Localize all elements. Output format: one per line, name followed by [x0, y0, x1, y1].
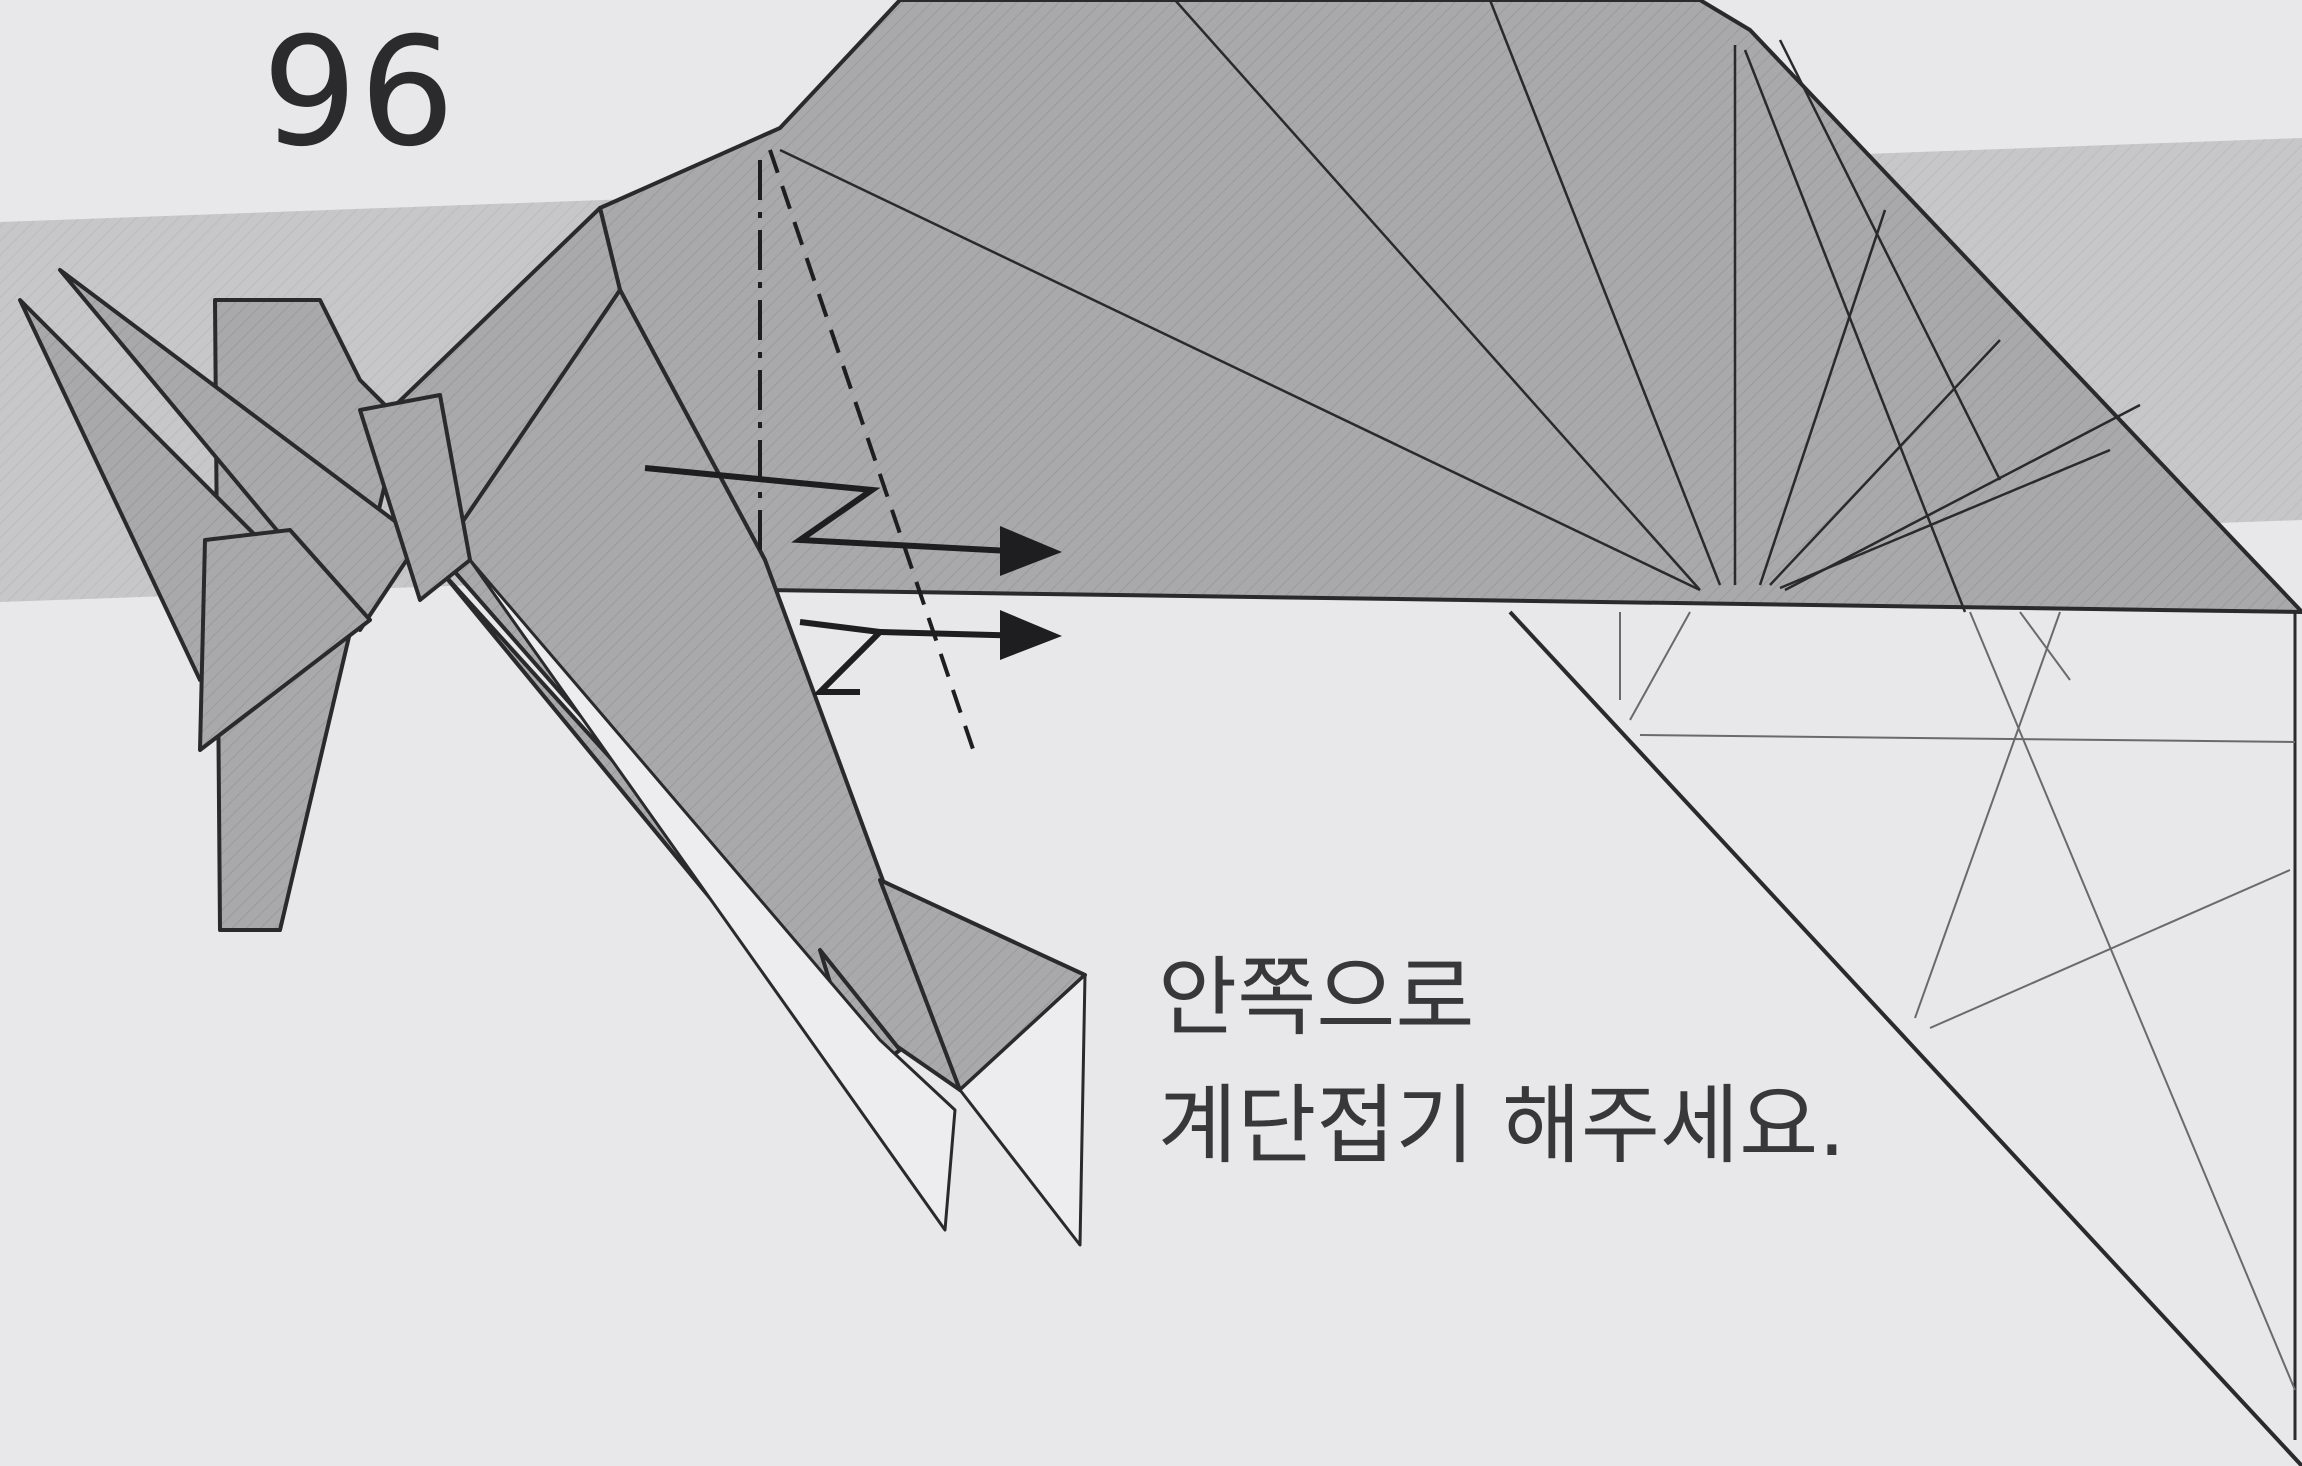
lower-sheet-outline	[1508, 610, 2302, 1466]
arrow-right-icon	[1000, 526, 1062, 576]
step-fold-symbol-lower	[799, 619, 1031, 695]
instruction-line-2: 계단접기 해주세요.	[1158, 1076, 1846, 1176]
step-number: 96	[262, 6, 457, 180]
instruction-text: 안쪽으로 계단접기 해주세요.	[1158, 934, 1846, 1190]
lower-crease-lines	[1619, 611, 2296, 1391]
valley-fold-line	[768, 149, 977, 756]
upper-crease-lines	[779, 0, 2141, 613]
instruction-line-1: 안쪽으로	[1158, 948, 1475, 1048]
white-flaps	[468, 558, 1087, 1247]
step-fold-symbol-upper	[644, 465, 1031, 555]
arrow-right-icon	[1000, 610, 1062, 660]
